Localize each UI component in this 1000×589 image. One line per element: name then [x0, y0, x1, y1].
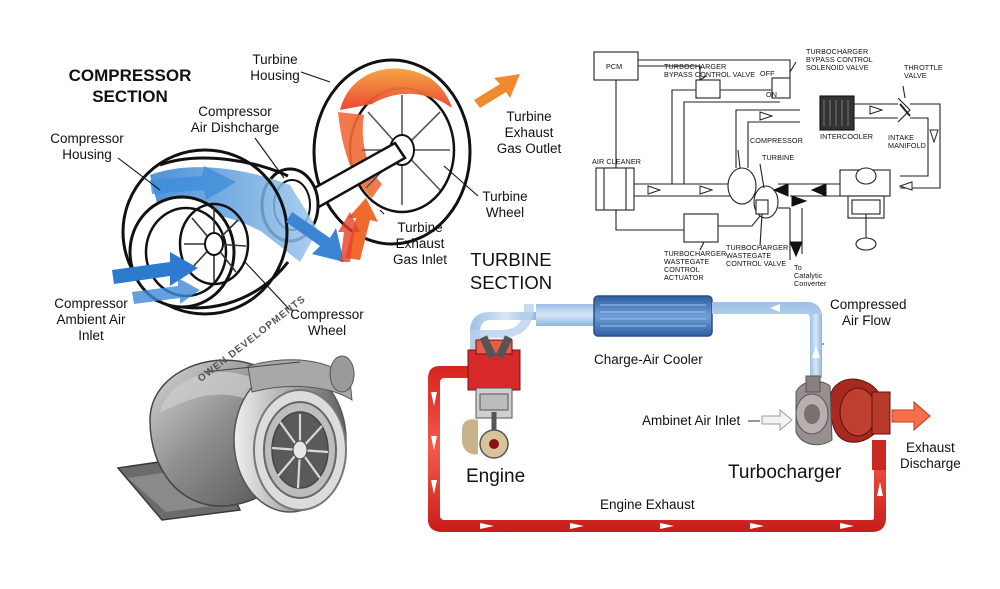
sch-bcv-l2: BYPASS CONTROL VALVE [664, 70, 756, 79]
label-tegi-l3: Gas Inlet [392, 252, 448, 267]
sch-tv-l2: VALVE [904, 71, 927, 80]
label-tego-l2: Exhaust [504, 125, 554, 140]
label-cw-l2: Wheel [307, 323, 347, 338]
compressor-section-title: COMPRESSOR SECTION [40, 65, 220, 107]
label-ed-l2: Discharge [900, 456, 961, 471]
turbocharger-illustration [795, 375, 891, 470]
schematic-intercooler: INTERCOOLER [820, 132, 874, 141]
sch-tc-l3: Converter [794, 279, 827, 288]
label-caai-l2: Ambient Air [56, 312, 126, 327]
schematic-wastegate-actuator: TURBOCHARGER WASTEGATE CONTROL ACTUATOR [664, 250, 726, 282]
label-turbine-housing-l2: Housing [250, 68, 300, 83]
schematic-compressor: COMPRESSOR [750, 136, 803, 145]
sch-wv-l2: WASTEGATE [726, 251, 772, 260]
label-turbocharger: Turbocharger [728, 462, 842, 483]
sch-bsv-l3: SOLENOID VALVE [806, 63, 869, 72]
schematic-off: OFF [760, 69, 775, 78]
label-caf-l2: Air Flow [842, 313, 891, 328]
label-tw-l1: Turbine [482, 189, 528, 204]
label-engine-exhaust: Engine Exhaust [600, 497, 695, 512]
sch-wv-l3: CONTROL VALVE [726, 259, 787, 268]
sch-bsv-l1: TURBOCHARGER [806, 47, 869, 56]
sch-wa-l2: WASTEGATE [664, 257, 710, 266]
sch-im-l1: INTAKE [888, 133, 915, 142]
schematic-on: ON [766, 90, 777, 99]
label-cw-l1: Compressor [290, 307, 364, 322]
label-turbine-housing-l1: Turbine [252, 52, 298, 67]
label-ch-l2: Housing [62, 147, 112, 162]
compressor-section-title-line1: COMPRESSOR [68, 66, 192, 85]
sch-wa-l1: TURBOCHARGER [664, 249, 727, 258]
schematic-intake-manifold: INTAKE MANIFOLD [888, 134, 926, 150]
schematic-pcm: PCM [606, 62, 623, 71]
label-cad-l2: Air Dishcharge [190, 120, 280, 135]
sch-wa-l4: ACTUATOR [664, 273, 704, 282]
label-tw-l2: Wheel [485, 205, 525, 220]
label-turbine-wheel: Turbine Wheel [470, 189, 540, 221]
sch-bcv-l1: TURBOCHARGER [664, 62, 727, 71]
label-compressor-ambient-air-inlet: Compressor Ambient Air Inlet [44, 296, 138, 344]
turbocharger-photo [116, 355, 355, 521]
engine-illustration [462, 335, 521, 459]
label-engine: Engine [466, 466, 526, 487]
label-compressor-wheel: Compressor Wheel [282, 307, 372, 339]
schematic-air-cleaner: AIR CLEANER [592, 157, 642, 166]
flow-loop-diagram [428, 295, 931, 532]
turbine-section-title-line2: SECTION [469, 272, 553, 293]
turbo-cutaway-drawing [112, 58, 520, 316]
turbine-section-title: TURBINE SECTION [456, 248, 566, 294]
sch-tc-l2: Catalytic [794, 271, 823, 280]
schematic-turbine: TURBINE [762, 153, 795, 162]
compressor-section-title-line2: SECTION [92, 87, 168, 106]
label-compressor-housing: Compressor Housing [44, 131, 130, 163]
schematic-bypass-solenoid-valve: TURBOCHARGER BYPASS CONTROL SOLENOID VAL… [806, 48, 873, 72]
schematic-wastegate-valve: TURBOCHARGER WASTEGATE CONTROL VALVE [726, 244, 788, 268]
label-compressed-air-flow: Compressed Air Flow [830, 297, 907, 329]
sch-im-l2: MANIFOLD [888, 141, 926, 150]
turbine-section-title-line1: TURBINE [470, 249, 552, 270]
label-compressor-air-discharge: Compressor Air Dishcharge [180, 104, 290, 136]
label-ambient-air-inlet: Ambinet Air Inlet [642, 413, 741, 428]
sch-tv-l1: THROTTLE [904, 63, 943, 72]
label-ed-l1: Exhaust [906, 440, 955, 455]
schematic-to-catalytic: To Catalytic Converter [794, 264, 826, 288]
label-tegi-l1: Turbine [397, 220, 443, 235]
label-turbine-housing: Turbine Housing [240, 52, 310, 84]
sch-bsv-l2: BYPASS CONTROL [806, 55, 873, 64]
sch-wv-l1: TURBOCHARGER [726, 243, 789, 252]
schematic-throttle-valve: THROTTLE VALVE [904, 64, 943, 80]
sch-tc-l1: To [794, 263, 802, 272]
label-turbine-exhaust-gas-inlet: Turbine Exhaust Gas Inlet [380, 220, 460, 268]
label-caai-l1: Compressor [54, 296, 128, 311]
schematic-bypass-control-valve: TURBOCHARGER BYPASS CONTROL VALVE [664, 63, 755, 79]
label-exhaust-discharge: Exhaust Discharge [900, 440, 961, 472]
label-caf-l1: Compressed [830, 297, 907, 312]
label-charge-air-cooler: Charge-Air Cooler [594, 352, 703, 367]
label-caai-l3: Inlet [78, 328, 104, 343]
label-ch-l1: Compressor [50, 131, 124, 146]
label-turbine-exhaust-gas-outlet: Turbine Exhaust Gas Outlet [484, 109, 574, 157]
label-tego-l3: Gas Outlet [496, 141, 562, 156]
label-tegi-l2: Exhaust [395, 236, 445, 251]
label-tego-l1: Turbine [506, 109, 552, 124]
sch-wa-l3: CONTROL [664, 265, 700, 274]
turbo-schematic [593, 51, 941, 260]
label-cad-l1: Compressor [198, 104, 272, 119]
